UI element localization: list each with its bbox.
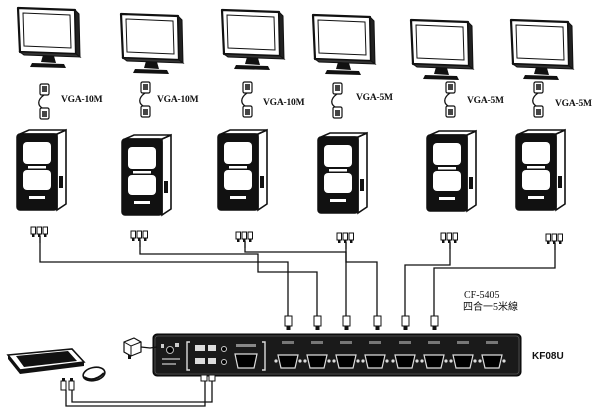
pc-connector-bundle-2 — [130, 230, 148, 247]
monitor-icon-2 — [119, 12, 185, 74]
vga-cable-label-2: VGA-10M — [157, 95, 199, 105]
mouse-icon — [82, 366, 106, 382]
vga-cable-label-6: VGA-5M — [555, 99, 592, 109]
power-adapter-icon — [123, 337, 158, 359]
computer-tower-icon-6 — [515, 128, 566, 212]
monitor-icon-6 — [509, 18, 575, 80]
switch-model-label: KF08U — [532, 351, 564, 362]
computer-tower-icon-1 — [16, 128, 67, 212]
pc-connector-bundle-6 — [545, 233, 563, 250]
kvm-cable-runs — [39, 243, 556, 330]
kvm-switch-unit — [152, 333, 522, 377]
vga-cable-icon-2 — [139, 81, 151, 118]
kvm-cable-description: 四合一5米線 — [463, 302, 518, 313]
vga-cable-icon-4 — [331, 82, 343, 119]
vga-cable-icon-1 — [38, 83, 50, 120]
vga-cable-label-4: VGA-5M — [356, 93, 393, 103]
pc-connector-bundle-1 — [30, 226, 48, 243]
console-cable — [60, 374, 216, 407]
monitor-icon-5 — [409, 18, 475, 80]
monitor-icon-3 — [220, 8, 286, 70]
kvm-cable-model: CF-5405 — [464, 290, 500, 301]
pc-connector-bundle-5 — [440, 232, 458, 249]
monitor-icon-4 — [311, 13, 377, 75]
computer-tower-icon-2 — [121, 133, 172, 217]
vga-cable-label-1: VGA-10M — [61, 95, 103, 105]
vga-cable-label-5: VGA-5M — [467, 96, 504, 106]
monitor-icon-1 — [16, 6, 82, 68]
keyboard-icon — [6, 348, 86, 374]
pc-connector-bundle-3 — [235, 231, 253, 248]
computer-tower-icon-4 — [317, 131, 368, 215]
vga-cable-icon-6 — [532, 81, 544, 118]
vga-cable-icon-5 — [444, 81, 456, 118]
computer-tower-icon-3 — [217, 128, 268, 212]
vga-cable-label-3: VGA-10M — [263, 98, 305, 108]
pc-connector-bundle-4 — [336, 232, 354, 249]
vga-cable-icon-3 — [241, 81, 253, 118]
computer-tower-icon-5 — [426, 129, 477, 213]
